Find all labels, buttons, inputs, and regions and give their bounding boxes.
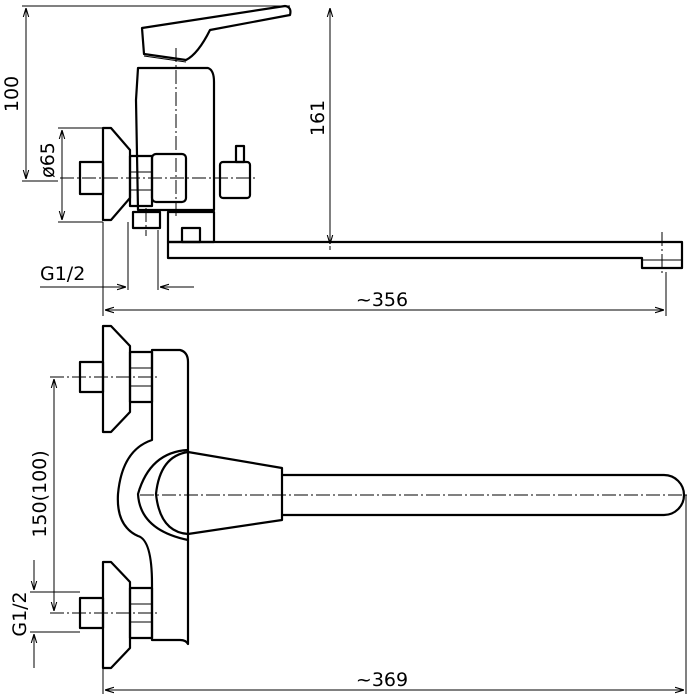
dim-label-thread-side: G1/2 [40, 263, 85, 285]
top-upper-flange [101, 324, 132, 434]
side-view: 100 161 ø65 G1/2 ~356 [1, 4, 684, 316]
side-spout [166, 240, 684, 270]
top-mixer-body [116, 348, 190, 646]
dim-label-spacing: 150(100) [29, 450, 51, 537]
dim-label-diameter: ø65 [37, 142, 59, 178]
dim-label-356: ~356 [356, 289, 408, 311]
top-lower-flange [101, 560, 132, 670]
side-diverter-pin [234, 144, 246, 164]
side-inlet-pipe [78, 160, 105, 196]
side-lever-handle [140, 4, 292, 62]
side-diverter-knob [218, 160, 252, 200]
side-hex-nut [128, 154, 154, 208]
side-wall-flange [101, 126, 132, 222]
top-view: 150(100) G1/2 ~369 [9, 324, 688, 694]
dim-label-369: ~369 [356, 669, 408, 691]
top-spout [280, 473, 686, 517]
dim-label-100: 100 [1, 76, 23, 112]
dim-label-161: 161 [307, 100, 329, 136]
side-mixer-body [134, 66, 216, 212]
top-lever-handle [154, 450, 284, 536]
dim-label-thread-top: G1/2 [9, 591, 31, 636]
